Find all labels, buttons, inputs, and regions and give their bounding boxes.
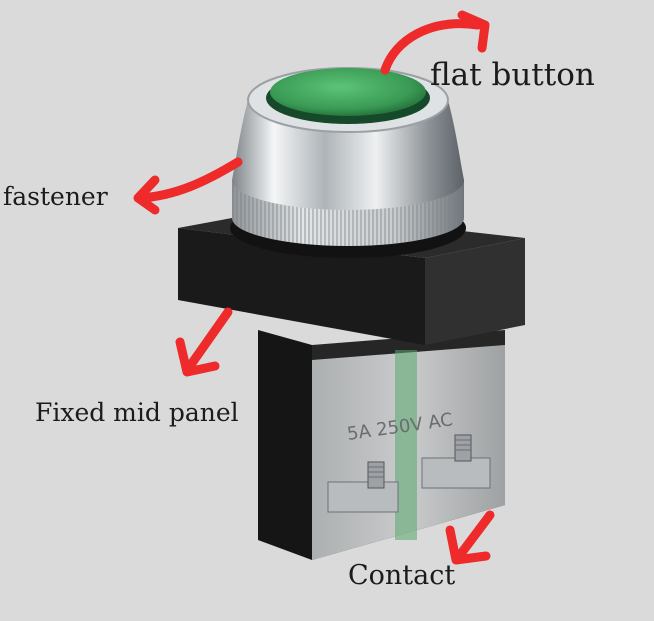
arrow-flat-button xyxy=(380,10,490,75)
arrow-fixed-mid-panel xyxy=(175,307,233,377)
green-button xyxy=(266,68,430,124)
label-flat-button: flat button xyxy=(430,57,595,93)
arrow-fastener xyxy=(133,157,243,215)
contact-block: 5A 250V AC xyxy=(312,345,505,560)
label-fastener: fastener xyxy=(3,182,108,211)
annotation-arrows xyxy=(133,10,495,565)
label-contact: Contact xyxy=(348,560,456,591)
label-fixed-mid-panel: Fixed mid panel xyxy=(35,398,239,427)
arrow-contact xyxy=(445,510,495,565)
